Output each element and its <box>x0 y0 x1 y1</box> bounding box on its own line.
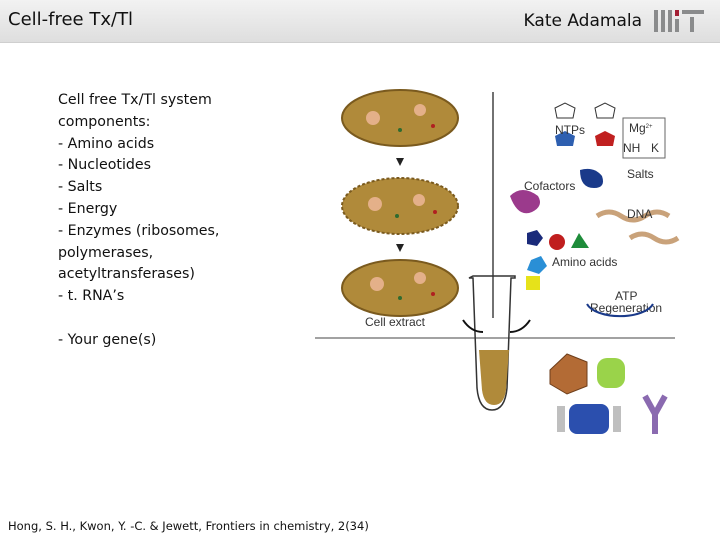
cell-extract-blob-2 <box>341 177 459 235</box>
protein-polyhedron-icon <box>549 353 588 395</box>
arrow-into-tube-icon <box>462 319 484 333</box>
salts-box <box>622 117 666 159</box>
cell-extract-blob-3 <box>341 259 459 317</box>
ntps-molecules <box>554 102 616 146</box>
list-line: - t. RNA’s <box>58 288 125 305</box>
svg-text:Mg2+: Mg2+ <box>629 121 653 135</box>
reaction-tube-icon <box>468 275 516 411</box>
arrow-down-icon <box>396 158 404 166</box>
protein-cylinder-icon <box>597 358 625 388</box>
list-line: - Energy <box>58 200 118 217</box>
slide-title: Cell-free Tx/Tl <box>8 9 134 30</box>
atp-label: ATP <box>615 289 637 303</box>
cell-extract-blob-1 <box>341 89 459 147</box>
slide-header: Cell-free Tx/Tl Kate Adamala <box>0 0 720 43</box>
amino-acid-triangle-icon <box>571 233 589 248</box>
membrane-protein-icon <box>557 406 565 432</box>
your-gene-line: - Your gene(s) <box>58 331 157 348</box>
list-line: - Salts <box>58 179 103 196</box>
cell-extract-label: Cell extract <box>365 315 426 329</box>
amino-acid-pentagon-icon <box>527 256 547 274</box>
membrane-protein-icon <box>569 404 609 434</box>
arrow-into-tube-icon <box>509 319 531 333</box>
amino-acid-circle-icon <box>549 234 565 250</box>
arrow-down-icon <box>396 244 404 252</box>
cell-free-figure: Cell extract NTPs Mg2+ NH K Salts Cofact… <box>315 89 680 434</box>
list-line: Cell free Tx/Tl system <box>58 92 212 108</box>
antibody-icon <box>642 394 668 434</box>
component-list: Cell free Tx/Tl system components: - Ami… <box>58 90 268 352</box>
atp-cycle-arrow-icon <box>586 303 654 318</box>
svg-text:K: K <box>651 141 659 155</box>
ntps-label: NTPs <box>555 123 585 137</box>
list-line: acetyltransferases) <box>58 266 195 283</box>
author-name: Kate Adamala <box>523 11 642 31</box>
svg-text:NH: NH <box>623 141 640 155</box>
salts-label: Salts <box>627 167 654 181</box>
citation: Hong, S. H., Kwon, Y. -C. & Jewett, Fron… <box>8 519 369 533</box>
membrane-protein-icon <box>613 406 621 432</box>
cofactors-label: Cofactors <box>524 179 575 193</box>
dna-label: DNA <box>627 207 652 221</box>
list-line: components: <box>58 113 151 130</box>
amino-acid-square-icon <box>526 276 540 290</box>
amino-acid-hexagon-icon <box>527 230 543 246</box>
list-line: polymerases, <box>58 244 154 261</box>
mit-logo <box>654 10 704 32</box>
list-line: - Enzymes (ribosomes, <box>58 222 220 239</box>
dna-helix-icon <box>628 231 680 245</box>
amino-acids-label: Amino acids <box>552 255 617 269</box>
cofactor-blob-icon <box>510 190 540 214</box>
dna-helix-icon <box>595 209 671 223</box>
list-line: - Amino acids <box>58 135 155 152</box>
list-line: - Nucleotides <box>58 157 152 174</box>
cofactor-blob-icon <box>580 168 603 188</box>
